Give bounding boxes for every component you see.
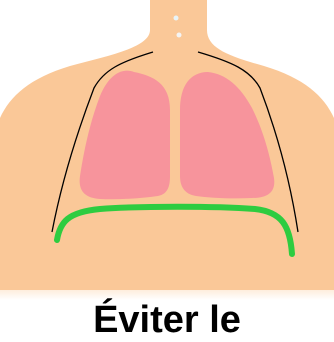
caption-text: Éviter le <box>0 298 334 342</box>
neck-dot-top <box>174 16 179 21</box>
torso-fade <box>0 270 334 300</box>
neck-dot-bottom <box>177 33 182 38</box>
breathing-diagram <box>0 0 334 329</box>
